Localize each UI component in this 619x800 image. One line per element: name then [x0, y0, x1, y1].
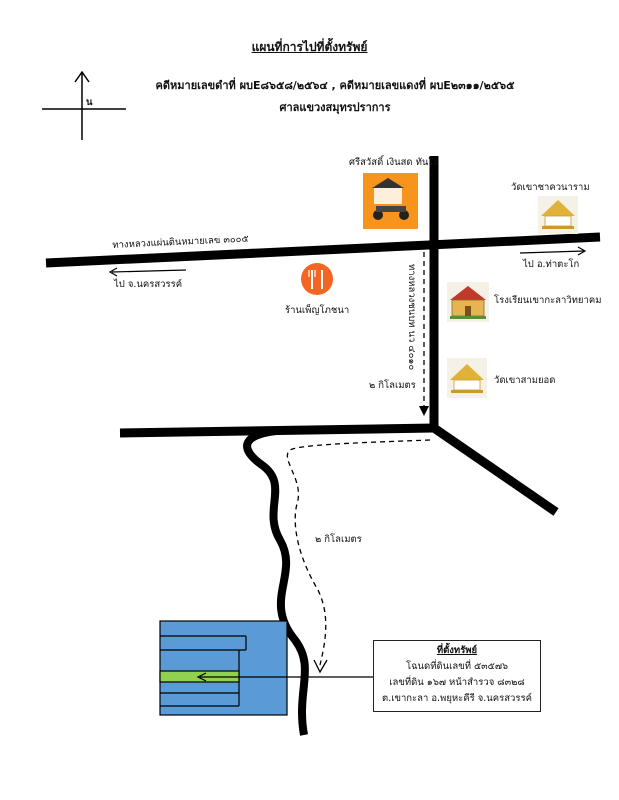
property-heading: ที่ตั้งทรัพย์ — [436, 645, 478, 656]
distance-label-1: ๒ กิโลเมตร — [369, 380, 416, 391]
to-nakhonsawan-label: ไป จ.นครสวรรค์ — [114, 279, 183, 290]
arrow-to-left — [111, 269, 187, 273]
temple1-label: วัดเขาชาควนาราม — [511, 182, 590, 193]
route-dashed-2 — [286, 439, 431, 666]
distance-label-2: ๒ กิโลเมตร — [315, 534, 362, 545]
land-number: เลขที่ดิน ๑๖๗ หน้าสำรวจ ๘๓๒๘ — [389, 677, 525, 688]
highway-road — [45, 232, 601, 268]
parcel-map — [159, 620, 288, 716]
route-arrow-2 — [313, 659, 328, 674]
map-title: แผนที่การไปที่ตั้งทรัพย์ — [251, 40, 368, 54]
bank-icon — [363, 173, 418, 229]
arrow-head-right — [577, 246, 587, 256]
case-info: คดีหมายเลขดำที่ ผบE๘๖๕๘/๒๕๖๔ , คดีหมายเล… — [100, 75, 570, 119]
north-arrow-icon — [74, 70, 90, 83]
school-label: โรงเรียนเขากะลาวิทยาคม — [494, 295, 602, 306]
arrow-to-right — [519, 250, 585, 254]
winding-road — [243, 426, 309, 736]
school-icon — [447, 282, 489, 322]
deed-number: โฉนดที่ดินเลขที่ ๕๓๕๗๖ — [405, 661, 509, 672]
case-number: คดีหมายเลขดำที่ ผบE๘๖๕๘/๒๕๖๔ , คดีหมายเล… — [155, 79, 515, 92]
restaurant-label: ร้านเพ็ญโภชนา — [285, 305, 350, 316]
road-branch-right — [431, 424, 559, 516]
rural-road-label: ทางหลวงชนบท นว ๔๐๑๐ — [406, 264, 417, 371]
restaurant-icon — [301, 263, 333, 295]
compass — [42, 70, 126, 140]
temple-icon-2 — [447, 358, 487, 398]
arrow-head-left — [108, 267, 118, 277]
property-address: ต.เขากะลา อ.พยุหะคีรี จ.นครสวรรค์ — [382, 693, 532, 704]
to-thatako-label: ไป อ.ท่าตะโก — [523, 259, 580, 270]
north-label: น — [86, 97, 93, 108]
bank-label: ศรีสวัสดิ์ เงินสด ทันใจ — [349, 157, 439, 168]
pointer-arrow — [196, 672, 207, 682]
property-info-box: ที่ตั้งทรัพย์ โฉนดที่ดินเลขที่ ๕๓๕๗๖ เลข… — [373, 640, 541, 712]
court-name: ศาลแขวงสมุทรปราการ — [279, 101, 391, 114]
route-arrow-1 — [419, 406, 429, 416]
temple-icon — [538, 196, 578, 234]
temple2-label: วัดเขาสามยอด — [494, 375, 556, 386]
